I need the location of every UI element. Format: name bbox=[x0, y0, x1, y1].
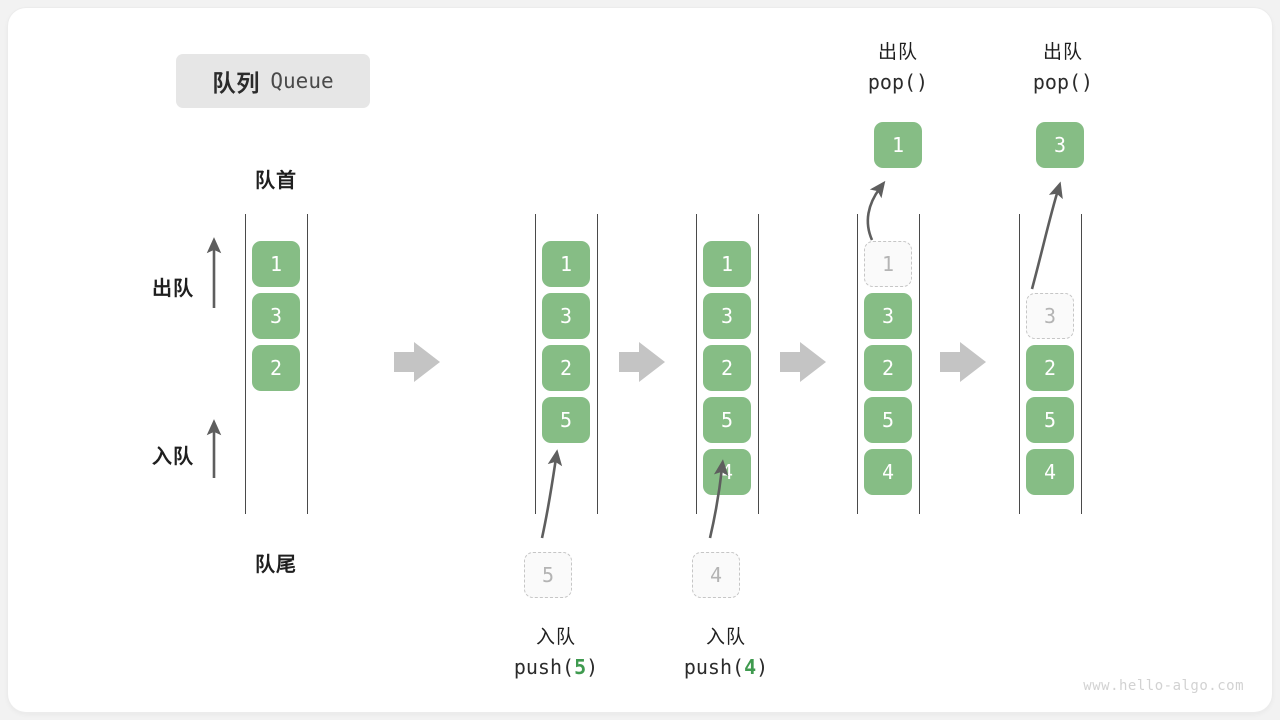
watermark: www.hello-algo.com bbox=[1083, 678, 1244, 694]
queue-column-push-4: 1 3 2 5 4 bbox=[696, 214, 760, 514]
queue-cell: 2 bbox=[864, 345, 912, 391]
queue-front-label: 队首 bbox=[255, 170, 297, 192]
queue-rail-left bbox=[857, 214, 858, 514]
queue-column-pop-1: 1 3 2 5 4 bbox=[857, 214, 921, 514]
queue-cell: 1 bbox=[703, 241, 751, 287]
queue-cell: 1 bbox=[252, 241, 300, 287]
queue-cell: 2 bbox=[703, 345, 751, 391]
push-5-caption: 入队 push(5) bbox=[448, 623, 664, 683]
pop-3-header-code: pop() bbox=[1032, 70, 1094, 95]
queue-rail-right bbox=[919, 214, 920, 514]
queue-rail-right bbox=[597, 214, 598, 514]
queue-rail-right bbox=[758, 214, 759, 514]
push-5-caption-code: push(5) bbox=[448, 652, 664, 683]
pop-3-header: 出队 pop() bbox=[966, 38, 1160, 98]
title-cn: 队列 bbox=[212, 70, 261, 96]
queue-column-initial: 1 3 2 bbox=[245, 214, 309, 514]
queue-column-push-5: 1 3 2 5 bbox=[535, 214, 599, 514]
code-arg: 5 bbox=[574, 655, 587, 680]
queue-cell: 4 bbox=[864, 449, 912, 495]
queue-cell: 4 bbox=[1026, 449, 1074, 495]
step-arrow bbox=[619, 342, 665, 382]
step-arrow bbox=[940, 342, 986, 382]
queue-cell: 1 bbox=[542, 241, 590, 287]
code-prefix: push( bbox=[683, 655, 745, 680]
code-prefix: push( bbox=[513, 655, 575, 680]
push-4-caption: 入队 push(4) bbox=[618, 623, 834, 683]
queue-column-pop-3: 3 2 5 4 bbox=[1019, 214, 1083, 514]
queue-rail-left bbox=[696, 214, 697, 514]
queue-cell: 3 bbox=[252, 293, 300, 339]
code-arg: 4 bbox=[744, 655, 757, 680]
push-5-caption-cn: 入队 bbox=[535, 627, 576, 648]
incoming-element-4: 4 bbox=[692, 552, 740, 598]
queue-cell-removed: 1 bbox=[864, 241, 912, 287]
queue-cell: 2 bbox=[252, 345, 300, 391]
queue-rail-left bbox=[535, 214, 536, 514]
title-en: Queue bbox=[270, 69, 334, 93]
queue-cell: 3 bbox=[703, 293, 751, 339]
queue-cell: 5 bbox=[1026, 397, 1074, 443]
enqueue-direction-label: 入队 bbox=[152, 446, 194, 468]
queue-cell: 2 bbox=[542, 345, 590, 391]
queue-cell: 4 bbox=[703, 449, 751, 495]
queue-cell: 5 bbox=[864, 397, 912, 443]
queue-rail-left bbox=[1019, 214, 1020, 514]
popped-element-3: 3 bbox=[1036, 122, 1084, 168]
queue-cell: 3 bbox=[864, 293, 912, 339]
queue-rail-left bbox=[245, 214, 246, 514]
step-arrow bbox=[394, 342, 440, 382]
pop-1-header: 出队 pop() bbox=[801, 38, 995, 98]
incoming-element-5: 5 bbox=[524, 552, 572, 598]
code-suffix: ) bbox=[756, 655, 769, 680]
push-4-caption-code: push(4) bbox=[618, 652, 834, 683]
diagram-title: 队列 Queue bbox=[176, 54, 370, 108]
queue-rail-right bbox=[1081, 214, 1082, 514]
queue-cell-removed: 3 bbox=[1026, 293, 1074, 339]
code-suffix: ) bbox=[586, 655, 599, 680]
dequeue-direction-label: 出队 bbox=[152, 278, 194, 300]
queue-cell: 3 bbox=[542, 293, 590, 339]
queue-cell: 2 bbox=[1026, 345, 1074, 391]
queue-cell: 5 bbox=[542, 397, 590, 443]
popped-element-1: 1 bbox=[874, 122, 922, 168]
pop-1-header-cn: 出队 bbox=[877, 42, 918, 63]
pop-1-header-code: pop() bbox=[867, 70, 929, 95]
push-4-caption-cn: 入队 bbox=[705, 627, 746, 648]
queue-rail-right bbox=[307, 214, 308, 514]
queue-rear-label: 队尾 bbox=[255, 554, 297, 576]
pop-3-header-cn: 出队 bbox=[1042, 42, 1083, 63]
diagram-card: 队列 Queue 队首 队尾 出队 入队 1 3 2 1 3 2 5 5 入队 … bbox=[8, 8, 1272, 712]
queue-cell: 5 bbox=[703, 397, 751, 443]
step-arrow bbox=[780, 342, 826, 382]
